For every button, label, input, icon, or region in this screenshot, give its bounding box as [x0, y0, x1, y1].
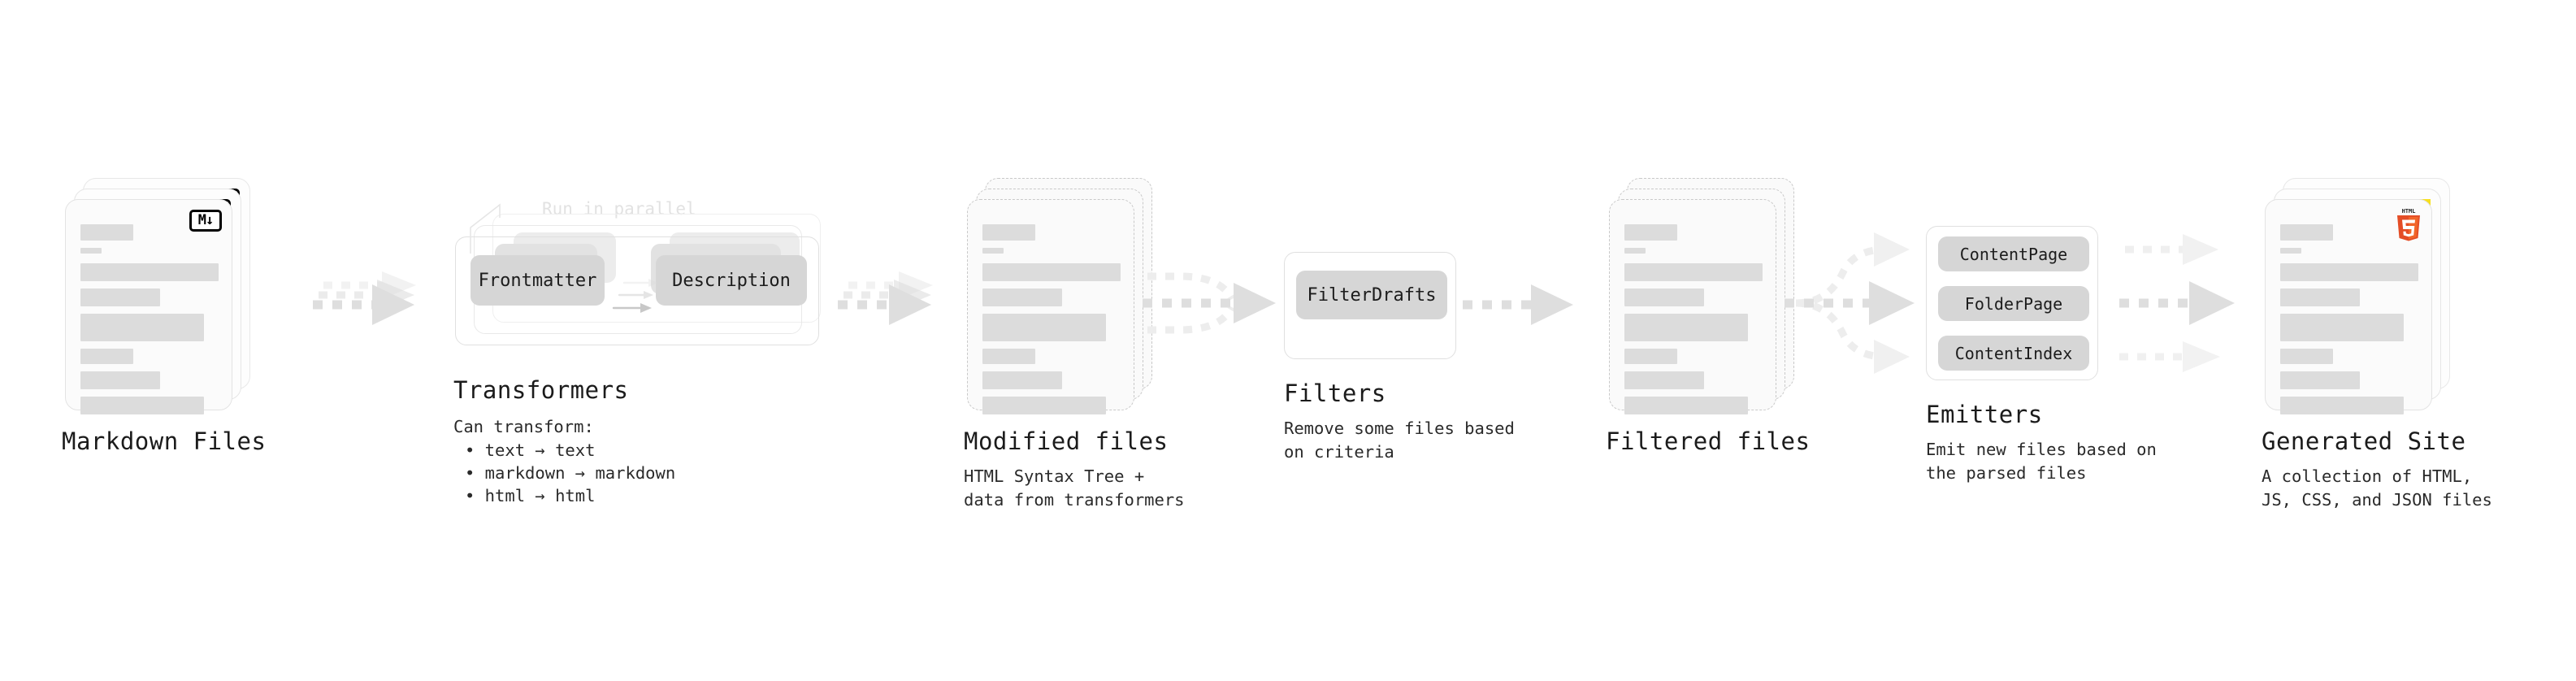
caption-title-generated-site: Generated Site [2262, 427, 2466, 455]
markdown-icon: M↓ [189, 210, 222, 232]
emitters-panel: ContentPage FolderPage ContentIndex [1926, 226, 2098, 380]
caption-sub-generated-site: A collection of HTML, JS, CSS, and JSON … [2262, 466, 2492, 510]
run-in-parallel-label: Run in parallel [542, 199, 696, 219]
caption-title-filtered-files: Filtered files [1606, 427, 1811, 455]
pill-frontmatter[interactable]: Frontmatter [471, 255, 605, 306]
caption-title-emitters: Emitters [1926, 401, 2043, 428]
doc-skeleton-lines [982, 224, 1122, 422]
doc-skeleton-lines [1624, 224, 1764, 422]
caption-sub-transformers: Can transform: [453, 417, 594, 436]
site-card-front: HTML [2265, 199, 2432, 414]
svg-text:HTML: HTML [2402, 208, 2416, 215]
arrow-filtered-to-emitters [1785, 232, 1915, 374]
transform-bullet-0: • text → text [465, 440, 596, 460]
pill-contentindex[interactable]: ContentIndex [1938, 336, 2089, 371]
pill-filterdrafts[interactable]: FilterDrafts [1296, 271, 1447, 319]
caption-title-markdown-files: Markdown Files [62, 427, 267, 455]
filters-panel: FilterDrafts [1284, 252, 1456, 359]
markdown-card-front: M↓ [65, 199, 232, 414]
doc-skeleton-lines [2280, 224, 2420, 422]
caption-title-filters: Filters [1284, 380, 1386, 407]
pill-folderpage[interactable]: FolderPage [1938, 286, 2089, 321]
arrow-modified-to-filters [1143, 272, 1276, 334]
caption-title-transformers: Transformers [453, 376, 629, 404]
filtered-card-front [1609, 199, 1776, 414]
caption-sub-filters: Remove some files based on criteria [1284, 419, 1515, 462]
arrow-markdown-to-transformers [313, 271, 416, 325]
transform-bullet-1: • markdown → markdown [465, 463, 676, 483]
caption-title-modified-files: Modified files [964, 427, 1169, 455]
caption-sub-emitters: Emit new files based on the parsed files [1926, 440, 2157, 483]
html5-icon: HTML [2395, 207, 2422, 243]
arrow-filters-to-filtered [1463, 284, 1573, 325]
arrow-emitters-to-site [2119, 234, 2235, 372]
transformer-panel-front: Frontmatter Description [455, 236, 819, 345]
doc-skeleton-lines [80, 224, 220, 422]
arrow-transformers-to-modified [838, 271, 933, 325]
transform-bullet-2: • html → html [465, 486, 596, 505]
modified-card-front [967, 199, 1134, 414]
caption-sub-modified-files: HTML Syntax Tree + data from transformer… [964, 466, 1185, 510]
pill-contentpage[interactable]: ContentPage [1938, 236, 2089, 271]
pill-description[interactable]: Description [656, 255, 807, 306]
